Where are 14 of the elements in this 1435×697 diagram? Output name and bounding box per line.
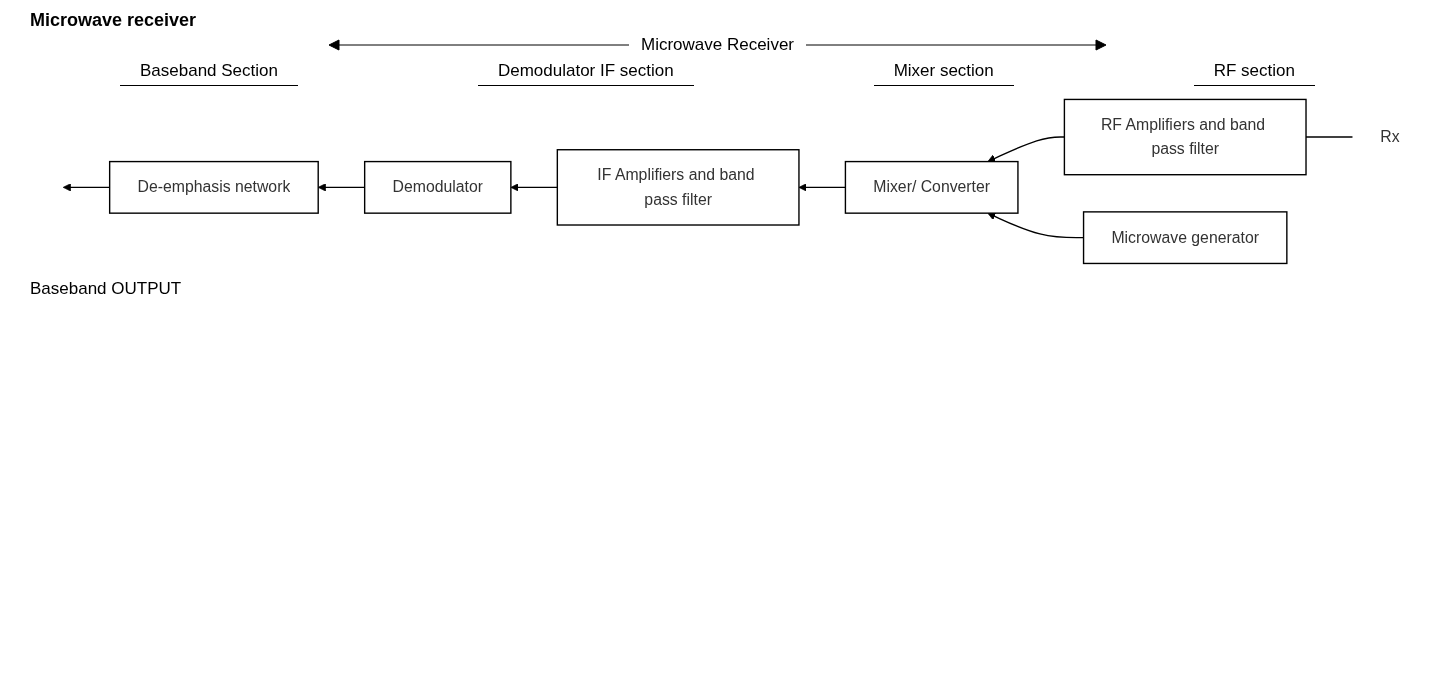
node-box: IF Amplifiers and band pass filter — [556, 149, 800, 226]
diagram-title: Microwave receiver — [30, 10, 198, 31]
section-label: Baseband Section — [119, 61, 298, 86]
node-box: De-emphasis network — [108, 160, 319, 214]
span-label: Microwave Receiver — [640, 35, 794, 55]
section-label: Demodulator IF section — [477, 61, 694, 86]
section-label: Mixer section — [873, 61, 1014, 86]
node-box: Mixer/ Converter — [844, 160, 1019, 214]
output-label: Baseband OUTPUT — [30, 278, 182, 298]
section-label: RF section — [1193, 61, 1315, 86]
node-box: RF Amplifiers and band pass filter — [1063, 98, 1307, 176]
node-box: Microwave generator — [1082, 211, 1288, 265]
node-box: Demodulator — [363, 160, 512, 214]
node-text: Rx — [1380, 128, 1400, 146]
